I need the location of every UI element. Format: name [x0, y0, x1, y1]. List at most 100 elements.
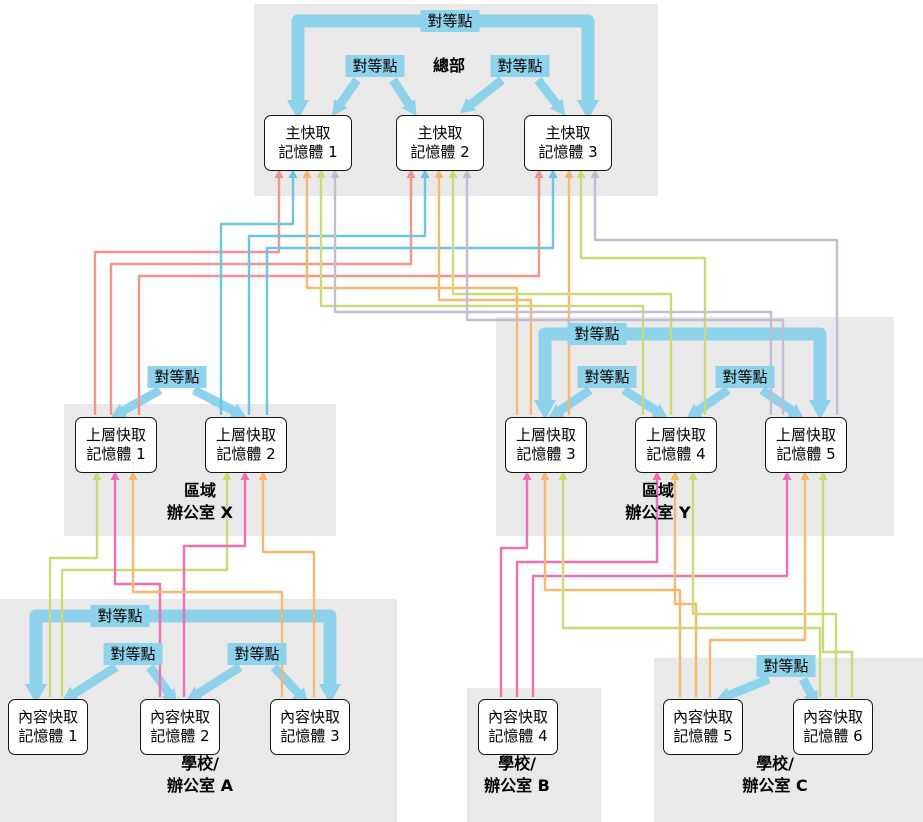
main-cache-2-label-line2: 記憶體 2	[410, 143, 470, 161]
peer-arrow-region-y	[621, 386, 669, 419]
content-cache-1-label-line1: 內容快取	[17, 707, 78, 726]
content-cache-3-node: 內容快取 記憶體 3	[270, 699, 350, 755]
flow-arrow-c1-u1	[48, 471, 102, 697]
flow-arrow-u2-m2	[247, 169, 430, 415]
peer-label-hq-left: 對等點	[345, 55, 405, 77]
region-x-title-line1: 區域	[183, 481, 217, 500]
school-c-title: 學校/ 辦公室 C	[742, 753, 807, 796]
school-c-title-line2: 辦公室 C	[742, 775, 808, 795]
region-y-title: 區域 辦公室 Y	[625, 480, 690, 523]
parent-cache-3-label-line1: 上層快取	[515, 425, 576, 444]
flow-arrow-u5-m1	[330, 169, 773, 415]
content-cache-6-node: 內容快取 記憶體 6	[793, 699, 873, 755]
peer-arrow-hq	[389, 77, 417, 117]
flow-arrow-c1-u2	[60, 471, 232, 697]
flow-arrow-u3-m1	[302, 169, 519, 415]
main-cache-1-label-line1: 主快取	[285, 123, 331, 142]
main-cache-3-label-line1: 主快取	[545, 123, 591, 142]
parent-cache-1-label-line2: 記憶體 1	[86, 445, 146, 463]
content-cache-2-label-line2: 記憶體 2	[150, 727, 210, 745]
parent-cache-3-label-line2: 記憶體 3	[516, 445, 576, 463]
flow-arrow-c5-u3	[540, 471, 682, 697]
content-cache-5-label-line2: 記憶體 5	[673, 727, 733, 745]
content-cache-4-label-line1: 內容快取	[487, 707, 548, 726]
parent-cache-5-label-line2: 記憶體 5	[776, 445, 836, 463]
peer-arrow-region-y	[759, 386, 804, 419]
peer-arrow-school-c	[715, 674, 771, 703]
flow-arrow-u1-m3	[137, 169, 544, 415]
flow-arrow-c5-u5	[708, 471, 810, 697]
hq-title: 總部	[432, 56, 466, 75]
peer-arrow-region-y	[548, 386, 593, 419]
content-cache-5-label-line1: 內容快取	[672, 707, 733, 726]
parent-cache-4-label-line1: 上層快取	[645, 425, 706, 444]
content-cache-4-node: 內容快取 記憶體 4	[478, 699, 558, 755]
flow-arrow-u1-m2	[109, 169, 416, 415]
peer-arrow-region-x	[110, 386, 163, 418]
peer-label-hq-bar: 對等點	[420, 10, 480, 32]
flow-arrow-u4-m1	[316, 169, 645, 415]
peer-arrow-hq	[534, 77, 566, 116]
main-cache-1-label-line2: 記憶體 1	[278, 143, 338, 161]
content-cache-2-node: 內容快取 記憶體 2	[140, 699, 220, 755]
flow-arrow-u2-m3	[265, 169, 558, 415]
flow-arrow-u4-m3	[576, 169, 707, 415]
flow-arrow-c5-u4	[670, 471, 698, 697]
flow-arrow-u5-m2	[462, 169, 785, 415]
school-b-title: 學校/ 辦公室 B	[484, 753, 550, 796]
flow-arrow-u2-m1	[219, 169, 298, 415]
school-a-title: 學校/ 辦公室 A	[167, 753, 233, 796]
region-x-title: 區域 辦公室 X	[167, 480, 233, 523]
peer-label-region-y-left: 對等點	[577, 366, 637, 388]
main-cache-1-node: 主快取 記憶體 1	[264, 115, 352, 171]
parent-cache-2-label-line2: 記憶體 2	[216, 445, 276, 463]
flow-arrow-u5-m3	[590, 169, 839, 415]
peer-label-school-c: 對等點	[756, 655, 816, 677]
peer-arrow-hq	[459, 76, 505, 114]
peer-label-region-x: 對等點	[147, 366, 207, 388]
content-cache-1-label-line2: 記憶體 1	[18, 727, 78, 745]
content-cache-4-label-line2: 記憶體 4	[488, 727, 548, 745]
peer-arrow-region-y	[686, 386, 731, 419]
main-cache-3-node: 主快取 記憶體 3	[524, 115, 612, 171]
school-c-title-line1: 學校/	[756, 754, 794, 773]
content-cache-3-label-line2: 記憶體 3	[280, 727, 340, 745]
flow-arrow-c4-u5	[531, 471, 792, 697]
peer-arrow-region-x	[191, 386, 247, 418]
main-cache-3-label-line2: 記憶體 3	[538, 143, 598, 161]
flow-arrow-u3-m2	[434, 169, 533, 415]
content-cache-2-label-line1: 內容快取	[149, 707, 210, 726]
peer-arrow-school-c	[799, 676, 818, 707]
flow-arrow-c6-u5	[818, 471, 854, 697]
content-cache-1-node: 內容快取 記憶體 1	[8, 699, 88, 755]
parent-cache-2-node: 上層快取 記憶體 2	[205, 417, 287, 473]
peer-bar-arrow-region-y	[534, 327, 831, 420]
flow-arrow-u1-m1	[93, 169, 284, 415]
school-b-title-line1: 學校/	[498, 754, 536, 773]
parent-cache-1-label-line1: 上層快取	[85, 425, 146, 444]
peer-arrow-school-a	[185, 663, 243, 702]
peer-label-school-a-bar: 對等點	[90, 605, 150, 627]
main-cache-2-label-line1: 主快取	[417, 123, 463, 142]
parent-cache-5-label-line1: 上層快取	[775, 425, 836, 444]
school-b-title-line2: 辦公室 B	[484, 775, 550, 795]
parent-cache-4-node: 上層快取 記憶體 4	[635, 417, 717, 473]
peer-label-hq-right: 對等點	[490, 55, 550, 77]
parent-cache-5-node: 上層快取 記憶體 5	[765, 417, 847, 473]
region-x-title-line2: 辦公室 X	[167, 502, 233, 522]
parent-cache-3-node: 上層快取 記憶體 3	[505, 417, 587, 473]
flow-arrow-c2-u1	[110, 471, 162, 697]
parent-cache-2-label-line1: 上層快取	[215, 425, 276, 444]
region-y-title-line1: 區域	[641, 481, 675, 500]
main-cache-2-node: 主快取 記憶體 2	[396, 115, 484, 171]
parent-cache-4-label-line2: 記憶體 4	[646, 445, 706, 463]
flow-arrow-c2-u2	[182, 471, 250, 697]
flow-arrow-c3-u2	[258, 471, 316, 697]
parent-cache-1-node: 上層快取 記憶體 1	[75, 417, 157, 473]
peer-arrow-hq	[332, 77, 361, 116]
flow-arrow-u4-m2	[448, 169, 673, 415]
content-cache-3-label-line1: 內容快取	[279, 707, 340, 726]
school-a-title-line2: 辦公室 A	[167, 775, 233, 795]
